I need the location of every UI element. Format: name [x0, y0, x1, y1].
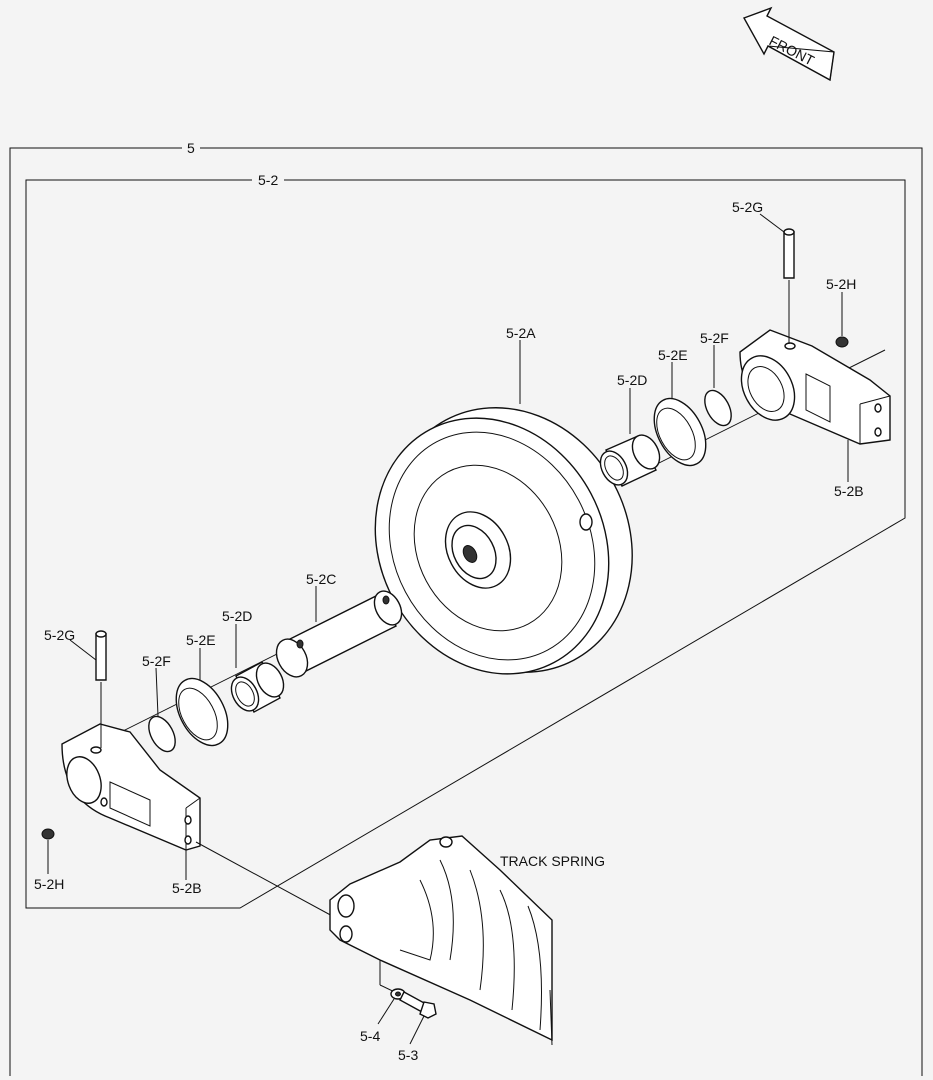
assembly-5-2-boundary [25, 179, 906, 909]
label-5-2C: 5-2C [306, 571, 336, 587]
label-5-2F-right: 5-2F [700, 330, 729, 346]
plug-left [41, 828, 55, 840]
bushing-right [599, 434, 661, 487]
pin-right [783, 228, 795, 344]
label-5-2D-left: 5-2D [222, 608, 252, 624]
bolt [399, 991, 437, 1019]
label-5-2B-left: 5-2B [172, 880, 202, 896]
label-5-2D-right: 5-2D [617, 372, 647, 388]
label-5-2F-left: 5-2F [142, 653, 171, 669]
assembly-5-label: 5 [187, 140, 195, 156]
oring-left [148, 715, 176, 753]
label-5-2G-right: 5-2G [732, 199, 763, 215]
oring-right [704, 389, 732, 427]
label-5-2H-left: 5-2H [34, 876, 64, 892]
label-5-2G-left: 5-2G [44, 627, 75, 643]
label-5-3: 5-3 [398, 1047, 418, 1063]
assembly-5-2-label: 5-2 [258, 172, 278, 188]
plug-right [835, 336, 849, 348]
bracket-right [739, 329, 891, 445]
label-5-2B-right: 5-2B [834, 483, 864, 499]
label-5-4: 5-4 [360, 1028, 380, 1044]
bushing-left [230, 661, 285, 713]
label-5-2E-left: 5-2E [186, 632, 216, 648]
label-5-2E-right: 5-2E [658, 347, 688, 363]
label-5-2H-right: 5-2H [826, 276, 856, 292]
front-arrow: FRONT [742, 6, 835, 82]
shaft [275, 590, 403, 678]
seal-right [653, 397, 707, 467]
pin-left [95, 630, 107, 748]
idler-wheel [374, 407, 633, 675]
label-5-2A: 5-2A [506, 325, 536, 341]
assembly-5-boundary [9, 147, 923, 1076]
track-spring-label: TRACK SPRING [500, 853, 605, 869]
track-spring [329, 835, 553, 1046]
bracket-left [61, 723, 201, 851]
seal-left [175, 677, 229, 747]
